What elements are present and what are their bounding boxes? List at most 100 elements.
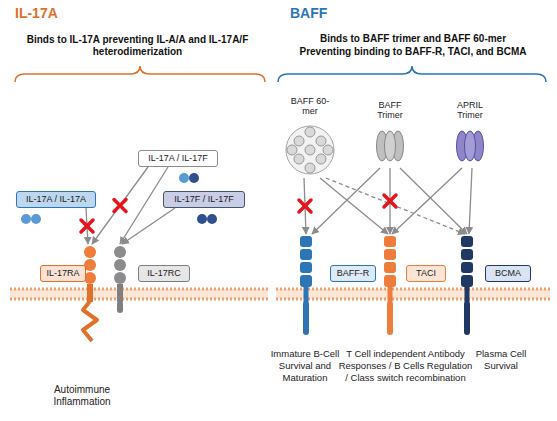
receptor-domain [461, 262, 473, 273]
section-title: IL-17A [15, 5, 105, 21]
binding-arrow [469, 168, 472, 234]
il17f-monomer [197, 214, 207, 224]
intracellular-tail [387, 301, 393, 335]
receptor-domain [84, 246, 96, 258]
binding-arrow [400, 168, 467, 234]
binding-arrow [392, 168, 462, 234]
binding-arrow [312, 168, 380, 234]
ligand-label: APRIL Trimer [446, 100, 494, 120]
intracellular-tail [117, 301, 123, 313]
il17a-monomer [21, 214, 31, 224]
il17a-monomer [31, 214, 41, 224]
trimer-subunit [385, 131, 396, 161]
receptor-domain [461, 236, 473, 247]
trimer-subunit [294, 136, 304, 146]
receptor-domain [384, 262, 396, 273]
receptor-label: IL-17RC [138, 265, 190, 282]
ligand-dimer-box: IL-17A / IL-17F [138, 150, 218, 167]
receptor-domain [300, 236, 312, 247]
block-cross-stroke [384, 195, 396, 207]
intracellular-tail [464, 301, 470, 335]
ligand-dimer-box: IL-17A / IL-17A [16, 191, 96, 208]
receptor-domain [114, 259, 126, 271]
ligand-multimer: BAFF 60-mer [286, 96, 334, 178]
trimer-subunit [465, 131, 476, 161]
ligand-trimer: BAFF Trimer [368, 100, 412, 168]
receptor-domain [114, 272, 126, 284]
function-note: Autoimmune Inflammation [40, 384, 124, 408]
binding-arrow [304, 178, 306, 234]
curly-brace [278, 66, 546, 82]
binding-arrow [122, 208, 175, 244]
function-note: Plasma Cell Survival [470, 348, 532, 372]
receptor-domain [114, 246, 126, 258]
trimer-subunit [305, 163, 315, 173]
block-cross-stroke [114, 200, 126, 212]
receptor: BAFF-R [290, 234, 378, 338]
transmembrane-segment [388, 286, 393, 302]
membrane-lipids [10, 298, 268, 301]
receptor-domain [300, 275, 312, 287]
binding-arrow [389, 168, 390, 234]
box-label: IL-17F / IL-17F [164, 192, 244, 207]
receptor-label: IL-17RA [40, 265, 86, 282]
cell-membrane [10, 289, 268, 299]
receptor: TACI [380, 234, 450, 338]
function-note: T Cell independent Antibody Responses / … [338, 348, 473, 384]
trimer-subunit [305, 145, 315, 155]
block-cross-stroke [114, 200, 126, 212]
block-cross [114, 200, 126, 212]
curly-brace [15, 66, 265, 82]
receptor-domain [461, 275, 473, 287]
transmembrane-segment [304, 286, 309, 302]
ligand-label: BAFF 60-mer [286, 96, 334, 116]
block-cross [384, 195, 396, 207]
il17a-monomer [179, 173, 189, 183]
block-cross-stroke [81, 220, 93, 232]
membrane-lipids [276, 288, 550, 291]
block-cross-stroke [299, 200, 311, 212]
binding-arrow [86, 208, 88, 244]
cell-membrane [276, 289, 550, 299]
trimer-subunit [316, 136, 326, 146]
receptor-domain [384, 275, 396, 287]
block-cross-stroke [81, 220, 93, 232]
trimer-subunit [294, 154, 304, 164]
section-title: BAFF [290, 5, 380, 21]
section-description: Preventing binding to BAFF-R, TACI, and … [274, 46, 552, 58]
transmembrane-segment [117, 284, 123, 302]
membrane-lipids [276, 298, 550, 301]
transmembrane-segment [465, 286, 470, 302]
block-cross-stroke [384, 195, 396, 207]
box-label: IL-17A / IL-17A [17, 192, 95, 207]
receptor-label: BAFF-R [330, 265, 376, 282]
membrane-lipids [10, 288, 268, 291]
trimer-subunit [305, 127, 315, 137]
receptor-label: BCMA [485, 265, 531, 282]
block-cross [299, 200, 311, 212]
binding-arrow [92, 167, 148, 244]
baff-60mer [286, 126, 334, 174]
receptor-domain [300, 262, 312, 273]
receptor-domain [461, 249, 473, 260]
il17f-monomer [189, 173, 199, 183]
receptor: IL-17RC [108, 244, 198, 314]
intracellular-tail [303, 301, 309, 335]
trimer-subunit [287, 145, 297, 155]
ligand-trimer: APRIL Trimer [446, 100, 494, 168]
receptor-domain [384, 249, 396, 260]
block-cross-stroke [299, 200, 311, 212]
receptor-label: TACI [406, 265, 446, 282]
function-note: Immature B-Cell Survival and Maturation [266, 348, 344, 384]
receptor: BCMA [455, 234, 535, 338]
intracellular-tail [83, 301, 97, 341]
binding-arrow [320, 178, 388, 234]
block-cross [81, 220, 93, 232]
transmembrane-segment [87, 284, 93, 302]
receptor-domain [384, 236, 396, 247]
receptor-domain [300, 249, 312, 260]
ligand-dimer-box: IL-17F / IL-17F [163, 191, 245, 208]
binding-arrow [326, 178, 465, 234]
section-description: Binds to BAFF trimer and BAFF 60-mer [274, 33, 552, 45]
